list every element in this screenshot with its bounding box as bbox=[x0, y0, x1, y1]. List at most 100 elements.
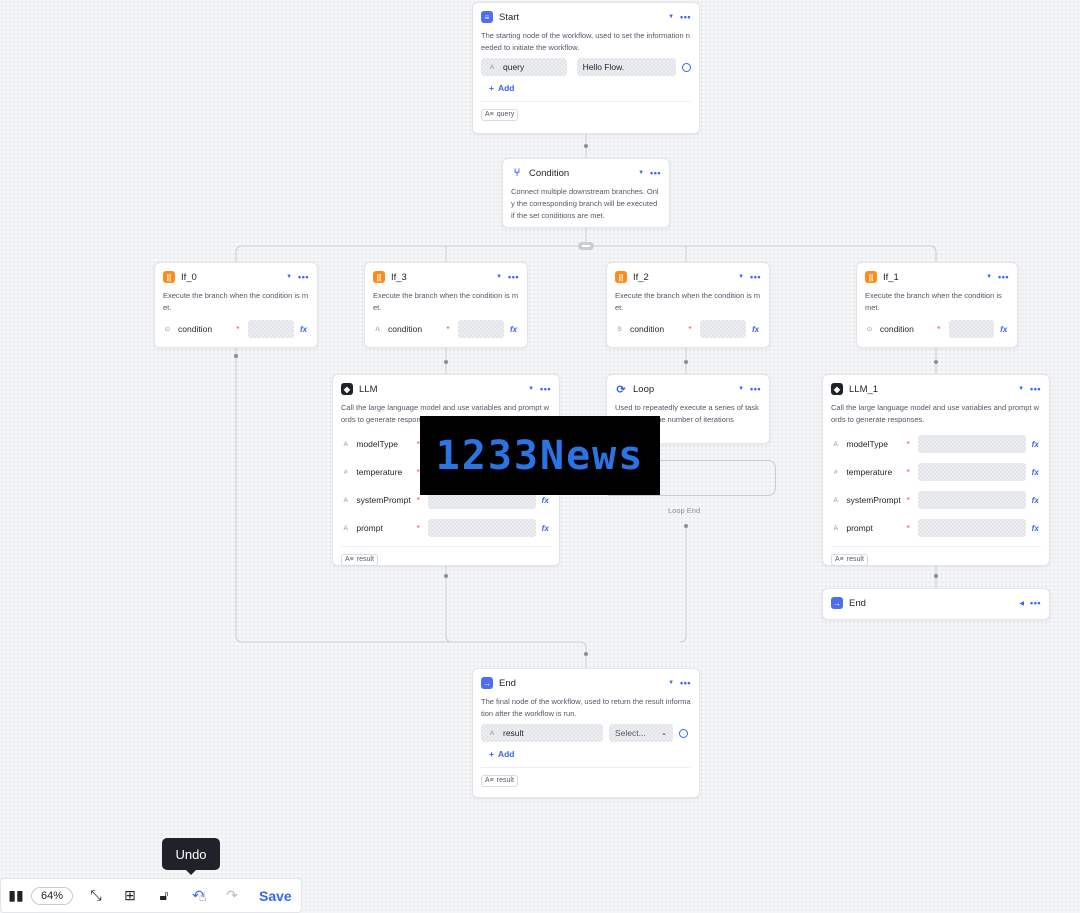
node-description: Connect multiple downstream branches. On… bbox=[511, 187, 659, 220]
required-mark: * bbox=[906, 439, 910, 449]
systemprompt-input[interactable] bbox=[918, 491, 1025, 509]
zoom-level[interactable]: 64% bbox=[31, 886, 73, 905]
sidebar-toggle-icon[interactable]: ▮▮ bbox=[8, 887, 24, 903]
more-icon[interactable]: ••• bbox=[998, 272, 1009, 282]
llm-1-node[interactable]: ◆ LLM_1 ▼••• Call the large language mod… bbox=[822, 374, 1050, 566]
if-node-3[interactable]: || If_3 ▼••• Execute the branch when the… bbox=[364, 262, 528, 348]
collapse-icon[interactable]: ▼ bbox=[496, 274, 503, 280]
output-name-field[interactable]: A result bbox=[481, 724, 603, 742]
more-icon[interactable]: ••• bbox=[750, 272, 761, 282]
if-node-2[interactable]: || If_2 ▼••• Execute the branch when the… bbox=[606, 262, 770, 348]
end-node[interactable]: → End ▼••• The final node of the workflo… bbox=[472, 668, 700, 798]
more-icon[interactable]: ••• bbox=[750, 384, 761, 394]
collapse-icon[interactable]: ▼ bbox=[738, 274, 745, 280]
more-icon[interactable]: ••• bbox=[298, 272, 309, 282]
end-node-branch[interactable]: → End ◀••• bbox=[822, 588, 1050, 620]
undo-tooltip: Undo bbox=[162, 838, 220, 875]
if-icon: || bbox=[373, 271, 385, 283]
expression-icon[interactable]: fx bbox=[1031, 467, 1039, 477]
collapse-icon[interactable]: ▼ bbox=[1018, 386, 1025, 392]
start-node[interactable]: ≡ Start ▼ ••• The starting node of the w… bbox=[472, 2, 700, 134]
expression-icon[interactable]: fx bbox=[1031, 495, 1039, 505]
if-node-1[interactable]: || If_1 ▼••• Execute the branch when the… bbox=[856, 262, 1018, 348]
field-label: temperature bbox=[846, 467, 893, 477]
if-icon: || bbox=[163, 271, 175, 283]
systemprompt-input[interactable] bbox=[428, 491, 535, 509]
collapse-icon[interactable]: ▼ bbox=[986, 274, 993, 280]
expression-icon[interactable]: fx bbox=[299, 324, 308, 334]
field-label: condition bbox=[388, 324, 423, 334]
collapse-icon[interactable]: ▼ bbox=[528, 386, 535, 392]
remove-output-icon[interactable] bbox=[679, 728, 688, 738]
canvas-toolbar: ▮▮ 64% ⤡ ⊞ 🔓︎ ↶☝︎ ↷ Save bbox=[0, 878, 302, 913]
watermark-text: 1233News bbox=[435, 432, 645, 479]
prompt-input[interactable] bbox=[918, 519, 1025, 537]
more-icon[interactable]: ••• bbox=[508, 272, 519, 282]
condition-input[interactable] bbox=[949, 320, 995, 338]
temperature-input[interactable] bbox=[918, 463, 1025, 481]
field-label: prompt bbox=[356, 523, 383, 533]
field-label: condition bbox=[879, 324, 914, 334]
if-node-0[interactable]: || If_0 ▼••• Execute the branch when the… bbox=[154, 262, 318, 348]
watermark-banner: 1233News bbox=[420, 416, 660, 495]
more-icon[interactable]: ••• bbox=[650, 168, 661, 178]
collapse-icon[interactable]: ▼ bbox=[668, 680, 675, 686]
collapse-icon[interactable]: ▼ bbox=[286, 274, 293, 280]
boolean-type-icon: ⊙ bbox=[164, 326, 171, 333]
condition-input[interactable] bbox=[458, 320, 504, 338]
more-icon[interactable]: ••• bbox=[1030, 384, 1041, 394]
collapse-icon[interactable]: ◀ bbox=[1019, 600, 1025, 607]
llm-icon: ◆ bbox=[831, 383, 843, 395]
node-title: Condition bbox=[529, 167, 570, 179]
required-mark: * bbox=[906, 467, 910, 477]
expression-icon[interactable]: fx bbox=[751, 324, 760, 334]
collapse-icon[interactable]: ▼ bbox=[638, 170, 645, 176]
layout-icon[interactable]: ⊞ bbox=[124, 887, 136, 903]
add-variable-button[interactable]: + Add bbox=[489, 83, 515, 93]
expression-icon[interactable]: fx bbox=[541, 495, 549, 505]
condition-input[interactable] bbox=[700, 320, 746, 338]
output-chip: A≡ result bbox=[341, 553, 378, 566]
node-description: Used to repeatedly execute a series of t… bbox=[615, 403, 759, 424]
prompt-input[interactable] bbox=[428, 519, 535, 537]
expression-icon[interactable]: fx bbox=[1031, 523, 1039, 533]
node-description: The starting node of the workflow, used … bbox=[481, 31, 690, 52]
variable-name-field[interactable]: A query bbox=[481, 58, 567, 76]
collapse-icon[interactable]: ▼ bbox=[668, 14, 675, 20]
more-icon[interactable]: ••• bbox=[680, 678, 691, 688]
node-title: If_0 bbox=[181, 271, 197, 283]
number-type-icon: # bbox=[343, 468, 348, 476]
save-button[interactable]: Save bbox=[259, 887, 292, 904]
output-chip: A≡ query bbox=[481, 108, 519, 121]
collapse-icon[interactable]: ▼ bbox=[738, 386, 745, 392]
undo-icon[interactable]: ↶☝︎ bbox=[192, 887, 207, 904]
add-output-button[interactable]: + Add bbox=[489, 749, 515, 759]
if-icon: || bbox=[615, 271, 627, 283]
expression-icon[interactable]: fx bbox=[541, 523, 549, 533]
condition-node[interactable]: ⑂ Condition ▼ ••• Connect multiple downs… bbox=[502, 158, 670, 228]
branch-icon: ⑂ bbox=[513, 167, 521, 179]
loop-end-label: Loop End bbox=[668, 506, 701, 515]
expression-icon[interactable]: fx bbox=[1000, 324, 1008, 334]
expression-icon[interactable]: fx bbox=[509, 324, 518, 334]
field-label: condition bbox=[630, 324, 665, 334]
output-value-select[interactable]: Select... ⌄ bbox=[609, 724, 673, 742]
expression-icon[interactable]: fx bbox=[1031, 439, 1039, 449]
string-type-icon: A bbox=[489, 63, 495, 71]
variable-value-field[interactable]: Hello Flow. bbox=[577, 58, 676, 76]
node-description: Execute the branch when the condition is… bbox=[865, 291, 1002, 312]
end-icon: → bbox=[481, 677, 493, 689]
condition-input[interactable] bbox=[248, 320, 294, 338]
unlock-icon[interactable]: 🔓︎ bbox=[159, 887, 169, 903]
node-title: Loop bbox=[633, 383, 655, 395]
llm-icon: ◆ bbox=[341, 383, 353, 395]
more-icon[interactable]: ••• bbox=[1030, 598, 1041, 608]
plus-icon: + bbox=[489, 83, 494, 93]
required-mark: * bbox=[906, 523, 910, 533]
modeltype-input[interactable] bbox=[918, 435, 1025, 453]
more-icon[interactable]: ••• bbox=[540, 384, 551, 394]
redo-icon[interactable]: ↷ bbox=[226, 887, 238, 903]
fit-view-icon[interactable]: ⤡ bbox=[90, 887, 102, 903]
remove-variable-icon[interactable] bbox=[682, 62, 691, 72]
more-icon[interactable]: ••• bbox=[680, 12, 691, 22]
